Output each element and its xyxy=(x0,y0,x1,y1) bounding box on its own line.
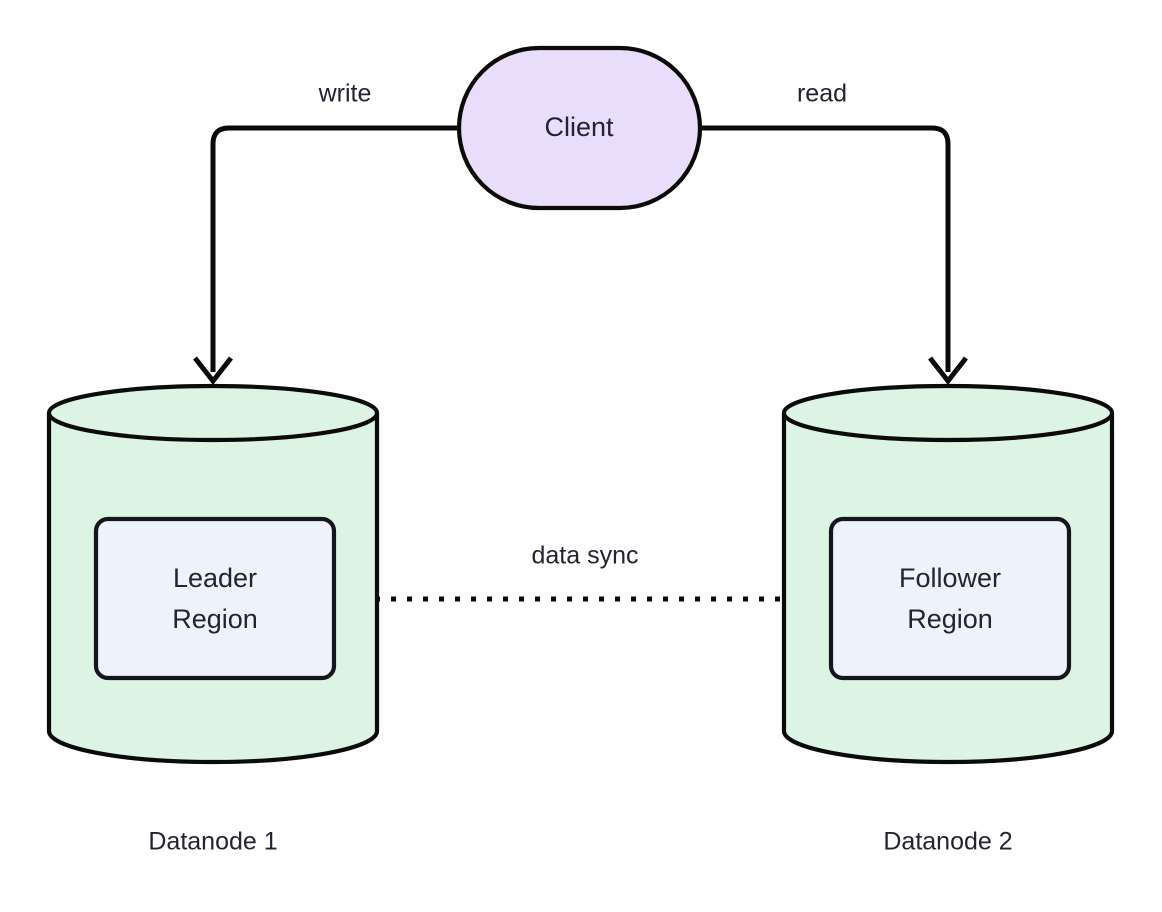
write-arrowhead-icon xyxy=(193,356,233,386)
follower-region-box[interactable]: Follower Region xyxy=(828,516,1072,681)
edge-read[interactable] xyxy=(700,125,968,386)
follower-region-rect xyxy=(828,516,1072,681)
edge-labels: write read data sync xyxy=(296,78,871,574)
follower-region-label-line1: Follower xyxy=(899,563,1001,593)
read-edge-label: read xyxy=(797,80,847,108)
node-datanode-1[interactable]: Leader Region xyxy=(46,383,380,765)
write-edge-label: write xyxy=(318,80,372,108)
follower-region-label-line2: Region xyxy=(907,604,993,634)
write-edge-line xyxy=(210,125,458,372)
client-shape xyxy=(456,45,703,211)
leader-region-label-line2: Region xyxy=(172,604,258,634)
leader-region-label-line1: Leader xyxy=(173,563,257,593)
node-client[interactable]: Client xyxy=(456,45,703,211)
datanode-2-caption: Datanode 2 xyxy=(883,828,1012,856)
leader-region-rect xyxy=(93,516,337,681)
datanode-2-cylinder-top xyxy=(781,383,1115,443)
data-sync-label-backdrop xyxy=(498,540,672,574)
data-sync-edge-label: data sync xyxy=(531,542,638,570)
read-label-backdrop xyxy=(775,78,871,112)
datanode-1-cylinder-top xyxy=(46,383,380,443)
write-label-backdrop xyxy=(296,78,392,112)
node-datanode-2[interactable]: Follower Region xyxy=(781,383,1115,765)
datanode-1-caption: Datanode 1 xyxy=(148,828,277,856)
edge-write[interactable] xyxy=(193,125,458,386)
leader-region-box[interactable]: Leader Region xyxy=(93,516,337,681)
read-edge-line xyxy=(700,125,951,372)
read-arrowhead-icon xyxy=(928,356,968,386)
edge-data-sync[interactable] xyxy=(343,581,828,617)
client-label: Client xyxy=(544,112,614,142)
